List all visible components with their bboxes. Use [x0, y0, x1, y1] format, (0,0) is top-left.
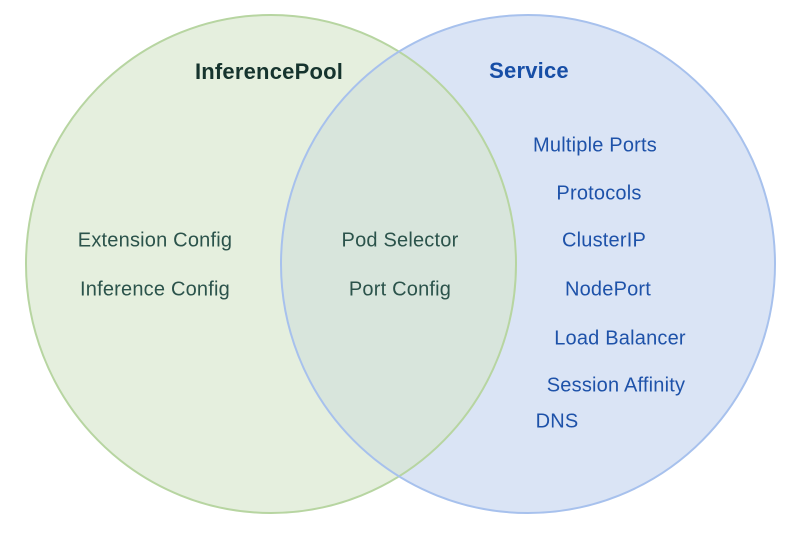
service-circle-outline — [280, 14, 776, 514]
inferencepool-title: InferencePool — [194, 59, 344, 84]
left-item-inference-config: Inference Config — [80, 278, 230, 301]
overlap-region — [281, 15, 516, 513]
left-item-extension-config: Extension Config — [77, 229, 233, 252]
inferencepool-circle-outline — [25, 14, 517, 514]
overlap-item-pod-selector: Pod Selector — [341, 229, 459, 252]
right-item-load-balancer: Load Balancer — [554, 327, 686, 350]
right-item-multiple-ports: Multiple Ports — [533, 134, 657, 157]
service-title: Service — [489, 58, 569, 83]
overlap-item-port-config: Port Config — [348, 278, 452, 301]
right-item-protocols: Protocols — [556, 182, 642, 205]
right-item-clusterip: ClusterIP — [561, 229, 647, 252]
right-item-dns: DNS — [535, 410, 579, 433]
right-item-session-affinity: Session Affinity — [546, 374, 686, 397]
right-item-nodeport: NodePort — [564, 278, 652, 301]
